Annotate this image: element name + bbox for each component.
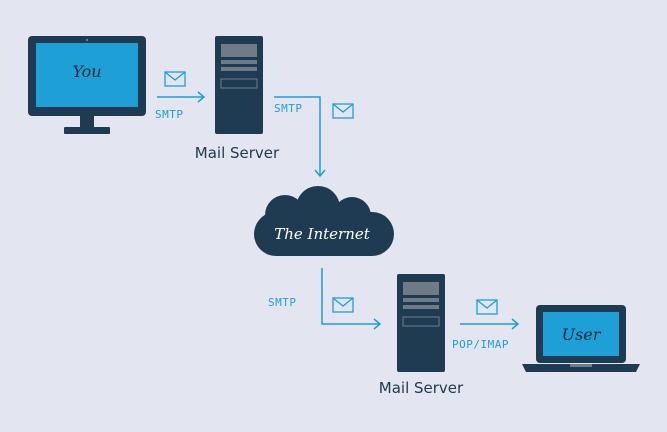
smtp-label-1: SMTP: [155, 108, 184, 121]
edge-server2-to-user: POP/IMAP: [452, 299, 520, 351]
envelope-icon: [332, 297, 354, 313]
user-label: User: [562, 325, 602, 344]
edge-internet-to-server2: SMTP: [268, 268, 382, 330]
user-node: User: [522, 305, 640, 372]
arrow-head: [197, 91, 206, 103]
desktop-monitor-icon: [28, 36, 146, 134]
mail-server-2-label: Mail Server: [379, 379, 464, 397]
arrow-line: [321, 268, 380, 325]
laptop-icon: [522, 305, 640, 372]
mail-server-1-node: Mail Server: [195, 36, 280, 162]
server-tower-icon: [215, 36, 263, 134]
smtp-label-2: SMTP: [274, 102, 303, 115]
envelope-icon: [164, 71, 186, 87]
mail-server-1-label: Mail Server: [195, 144, 280, 162]
mail-server-2-node: Mail Server: [379, 274, 464, 397]
edge-you-to-server1: SMTP: [155, 71, 206, 121]
internet-label: The Internet: [274, 225, 371, 243]
smtp-label-3: SMTP: [268, 296, 297, 309]
pop-imap-label: POP/IMAP: [452, 338, 509, 351]
arrow-head: [373, 318, 382, 330]
cloud-icon: [254, 186, 394, 256]
edge-server1-to-internet: SMTP: [274, 96, 354, 178]
envelope-icon: [476, 299, 498, 315]
you-label: You: [72, 62, 101, 81]
arrow-line: [274, 96, 321, 176]
you-node: You: [28, 36, 146, 134]
arrow-head: [511, 318, 520, 330]
server-tower-icon: [397, 274, 445, 372]
envelope-icon: [332, 103, 354, 119]
internet-node: The Internet: [254, 186, 394, 256]
arrow-head: [314, 169, 326, 178]
